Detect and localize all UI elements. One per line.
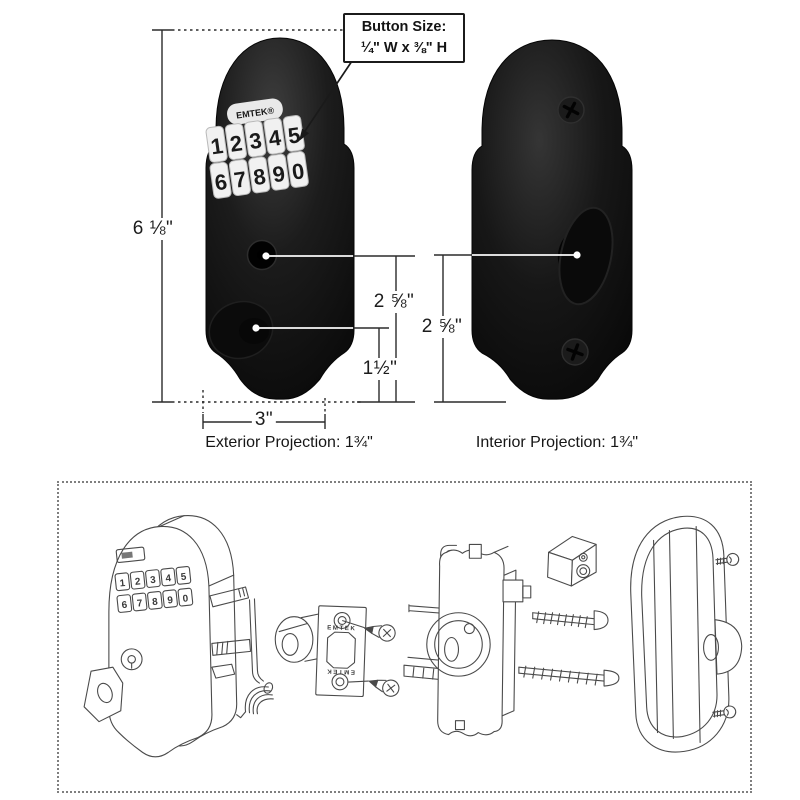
dimension-diagram: EMTEK® 1 2 3 4 5 6 7 — [152, 29, 633, 429]
button-size-callout: Button Size: ¼" W x ⅜" H — [343, 13, 465, 63]
exploded-parts-box: 1 2 3 4 5 6 7 8 9 0 — [57, 481, 752, 793]
faceplate-screw-bottom-icon — [368, 679, 400, 697]
exploded-faceplate: EMTEK EMTEK — [315, 605, 400, 698]
width-label: 3" — [251, 409, 277, 431]
faceplate-screw-top-icon — [364, 624, 396, 642]
exterior-projection-label: Exterior Projection: 1¾" — [205, 434, 373, 451]
interior-projection-label: Interior Projection: 1¾" — [475, 434, 639, 451]
thumbturn-to-bottom-label: 2 ⅝" — [418, 316, 466, 338]
callout-line2: ¼" W x ⅜" H — [360, 40, 448, 56]
dimension-lines — [152, 29, 581, 429]
exterior-lock-photo: EMTEK® 1 2 3 4 5 6 7 — [205, 37, 355, 400]
svg-text:8: 8 — [152, 597, 159, 609]
keypad-row-1: 1 2 3 4 5 — [205, 114, 305, 163]
sketch-keypad-row-1: 1 2 3 4 5 — [114, 565, 192, 592]
overall-height-label: 6 ⅛" — [129, 218, 177, 240]
callout-arrowhead — [299, 128, 310, 141]
key-4[interactable]: 4 — [267, 125, 283, 152]
exploded-screw-2 — [518, 665, 620, 687]
exploded-exterior-assembly: 1 2 3 4 5 6 7 8 9 0 — [83, 515, 274, 758]
key-2[interactable]: 2 — [228, 130, 244, 156]
svg-text:9: 9 — [167, 595, 174, 607]
callout-line1: Button Size: — [361, 18, 447, 35]
escutcheon-screw-bottom-icon — [712, 705, 737, 719]
brand-plate: EMTEK® — [227, 98, 283, 125]
faceplate-brand-text-inverted: EMTEK — [326, 667, 356, 675]
key-0[interactable]: 0 — [290, 158, 306, 184]
interior-escutcheon — [471, 39, 633, 400]
svg-text:5: 5 — [180, 572, 187, 584]
svg-text:0: 0 — [182, 593, 189, 605]
key-3[interactable]: 3 — [248, 128, 264, 154]
chassis-hub — [426, 612, 491, 677]
sketch-thumbturn — [714, 619, 743, 675]
sketch-display — [115, 546, 146, 564]
spring-cable-coil — [236, 682, 274, 719]
key-5[interactable]: 5 — [286, 122, 302, 148]
turnpiece-hub — [239, 318, 269, 344]
chassis-outline — [437, 549, 505, 737]
callout-leader-line — [300, 60, 353, 138]
svg-text:6: 6 — [121, 600, 128, 612]
svg-text:7: 7 — [136, 598, 143, 610]
key-7[interactable]: 7 — [232, 166, 248, 192]
mounting-screw-top-icon — [557, 96, 585, 124]
svg-text:2: 2 — [134, 576, 141, 588]
faceplate-brand-text: EMTEK — [327, 624, 357, 632]
escutcheon-screw-top-icon — [715, 552, 740, 566]
cylinder-to-bottom-label: 2 ⅝" — [370, 291, 418, 313]
mounting-screw-bottom-icon — [561, 338, 589, 366]
front-plate-outline — [108, 526, 213, 758]
svg-text:1: 1 — [119, 578, 126, 590]
exploded-parts-drawing: 1 2 3 4 5 6 7 8 9 0 — [83, 515, 743, 758]
svg-text:4: 4 — [165, 573, 172, 585]
turnpiece-to-bottom-label: 1½" — [359, 358, 401, 380]
sketch-cylinder — [120, 648, 143, 671]
svg-text:3: 3 — [150, 575, 157, 587]
bolt-mechanism — [209, 586, 274, 719]
exploded-interior-chassis — [403, 543, 532, 737]
sketch-turnpiece — [83, 666, 124, 723]
key-9[interactable]: 9 — [271, 161, 287, 187]
keypad-row-2: 6 7 8 9 0 — [209, 150, 309, 199]
interior-lock-photo — [471, 39, 633, 400]
key-6[interactable]: 6 — [213, 169, 229, 195]
thumbturn — [557, 206, 614, 306]
exploded-interior-escutcheon — [630, 515, 743, 753]
exploded-battery — [547, 535, 597, 587]
exploded-screw-1 — [532, 610, 609, 631]
sketch-keypad-row-2: 6 7 8 9 0 — [116, 587, 194, 613]
key-8[interactable]: 8 — [252, 164, 268, 190]
key-1[interactable]: 1 — [209, 133, 225, 159]
